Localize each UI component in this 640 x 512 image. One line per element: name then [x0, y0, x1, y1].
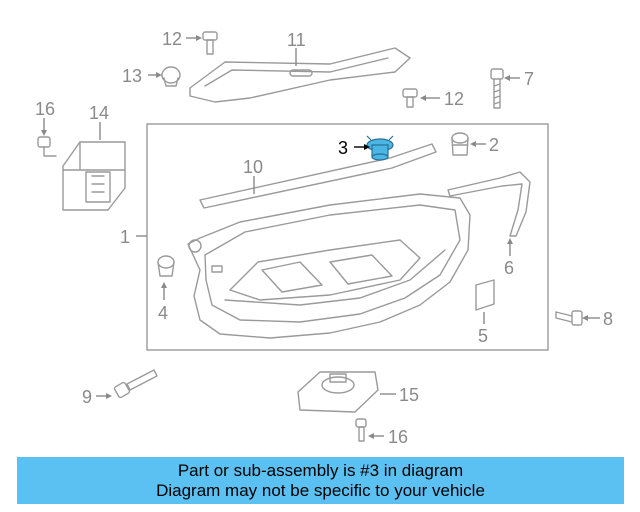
callout-5: 5	[478, 326, 488, 346]
part-12-screw-mid	[402, 88, 418, 108]
callout-1: 1	[120, 227, 130, 247]
callout-8: 8	[603, 309, 613, 329]
callout-12-top: 12	[162, 29, 182, 49]
callout-4: 4	[158, 303, 168, 323]
info-banner: Part or sub-assembly is #3 in diagram Di…	[17, 457, 624, 504]
part-7-bolt	[490, 68, 504, 109]
callout-15: 15	[399, 385, 419, 405]
assembly-frame	[146, 123, 549, 351]
leader-lines	[41, 35, 600, 439]
callout-6: 6	[504, 258, 514, 278]
callout-2: 2	[489, 135, 499, 155]
part-4-plug	[157, 255, 175, 277]
part-9-bolt	[113, 369, 158, 399]
callout-10: 10	[243, 157, 263, 177]
banner-line-2: Diagram may not be specific to your vehi…	[156, 480, 485, 500]
callout-16-left: 16	[35, 99, 55, 119]
banner-line-1: Part or sub-assembly is #3 in diagram	[177, 460, 464, 480]
part-12-screw-top	[202, 31, 218, 55]
headlamp-housing	[187, 193, 471, 339]
part-16-screw-bottom	[355, 418, 367, 442]
part-5-bracket	[475, 279, 495, 311]
callout-9: 9	[82, 387, 92, 407]
part-2-grommet	[451, 132, 469, 156]
part-15-module	[297, 371, 379, 413]
callout-labels: 12 11 13 7 12 16 14 3 2 10 1 6 4 5 8 9 1…	[35, 29, 613, 447]
part-16-screw-left	[37, 136, 57, 157]
part-3-clip-highlighted	[366, 135, 394, 161]
part-11-bracket	[189, 47, 411, 103]
part-6-seal	[447, 171, 531, 237]
part-10-strip	[199, 143, 437, 209]
callout-3: 3	[338, 138, 348, 158]
callout-12-mid: 12	[444, 89, 464, 109]
callout-16-bottom: 16	[388, 427, 408, 447]
parts-diagram: 12 11 13 7 12 16 14 3 2 10 1 6 4 5 8 9 1…	[35, 29, 613, 447]
part-8-screw	[555, 310, 583, 326]
callout-11: 11	[287, 30, 306, 50]
callout-14: 14	[89, 103, 109, 123]
callout-7: 7	[524, 69, 534, 89]
part-14-module	[62, 141, 126, 211]
part-13-plug	[161, 66, 181, 87]
callout-13: 13	[122, 66, 142, 86]
